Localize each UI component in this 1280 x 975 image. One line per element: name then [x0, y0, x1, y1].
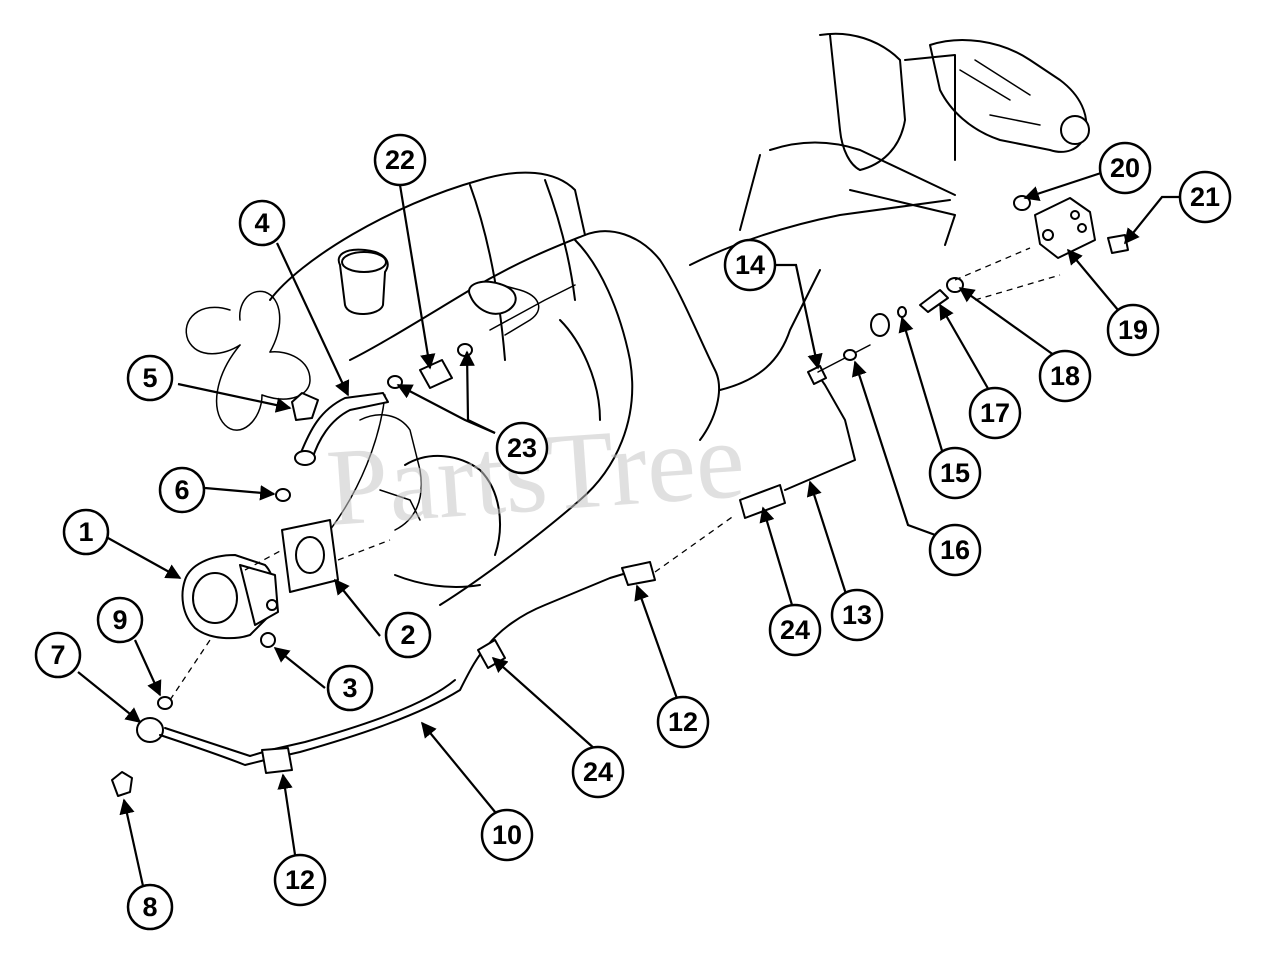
callout-18: 18 — [1038, 349, 1092, 403]
callout-label: 19 — [1118, 315, 1148, 345]
callout-label: 6 — [174, 475, 189, 505]
callout-1: 1 — [62, 508, 110, 556]
banjo-fitting — [136, 717, 164, 743]
callout-label: 12 — [285, 865, 315, 895]
callout-label: 12 — [668, 707, 698, 737]
callout-19: 19 — [1106, 303, 1160, 357]
clamp-b — [457, 343, 473, 357]
callout-12-bottom: 12 — [273, 853, 327, 907]
callout-9: 9 — [96, 596, 144, 644]
nozzle — [919, 289, 949, 313]
callout-label: 18 — [1050, 361, 1080, 391]
fitting-12a — [261, 747, 293, 774]
callout-21: 21 — [1178, 170, 1232, 224]
callout-label: 1 — [78, 517, 93, 547]
fitting-18 — [946, 277, 964, 293]
callout-label: 16 — [940, 535, 970, 565]
bolt-21 — [1107, 234, 1129, 254]
fuel-line — [159, 571, 631, 766]
callout-label: 20 — [1110, 153, 1140, 183]
ring-15 — [897, 306, 907, 318]
callout-17: 17 — [968, 386, 1022, 440]
callout-14: 14 — [723, 238, 777, 292]
washer-16 — [843, 349, 857, 361]
callout-label: 4 — [254, 208, 269, 238]
callout-7: 7 — [34, 631, 82, 679]
callout-16: 16 — [928, 523, 982, 577]
callout-label: 3 — [342, 673, 357, 703]
sleeve-24b — [739, 484, 786, 519]
banjo-bolt — [111, 771, 133, 797]
callout-24-left: 24 — [571, 745, 625, 799]
callout-13: 13 — [830, 588, 884, 642]
fuel-pump — [181, 554, 279, 640]
callout-label: 14 — [735, 250, 765, 280]
callout-12-middle: 12 — [656, 695, 710, 749]
callout-label: 21 — [1190, 182, 1220, 212]
o-ring — [275, 488, 291, 502]
callout-label: 15 — [940, 458, 970, 488]
fitting — [291, 392, 319, 421]
nut — [260, 632, 276, 648]
callout-label: 8 — [142, 892, 157, 922]
callout-label: 24 — [780, 615, 810, 645]
callout-label: 5 — [142, 363, 157, 393]
callout-label: 2 — [400, 620, 415, 650]
callout-label: 10 — [492, 820, 522, 850]
cooling-fan — [185, 290, 311, 431]
callout-5: 5 — [126, 354, 174, 402]
watermark: PartsTree — [323, 398, 748, 549]
pipe — [419, 359, 453, 389]
callout-15: 15 — [928, 446, 982, 500]
callout-label: 23 — [507, 433, 537, 463]
callout-10: 10 — [480, 808, 534, 862]
fitting-12b — [621, 561, 656, 586]
callout-24-right: 24 — [768, 603, 822, 657]
callout-label: 24 — [583, 757, 613, 787]
engine-block — [269, 32, 1090, 606]
alignment-lines — [169, 247, 1061, 701]
return-line — [784, 374, 856, 491]
manifold-block — [1034, 197, 1096, 259]
callout-23: 23 — [495, 421, 549, 475]
callout-22: 22 — [373, 133, 427, 187]
callout-4: 4 — [238, 199, 286, 247]
grommet — [870, 313, 890, 337]
leader-lines — [77, 170, 1182, 896]
callout-20: 20 — [1098, 141, 1152, 195]
callout-3: 3 — [326, 664, 374, 712]
callout-6: 6 — [158, 466, 206, 514]
callout-label: 22 — [385, 145, 415, 175]
callout-label: 9 — [112, 605, 127, 635]
washer — [157, 696, 173, 710]
callout-label: 17 — [980, 398, 1010, 428]
callout-label: 13 — [842, 600, 872, 630]
callout-8: 8 — [126, 883, 174, 931]
callout-2: 2 — [384, 611, 432, 659]
callout-label: 7 — [50, 640, 65, 670]
